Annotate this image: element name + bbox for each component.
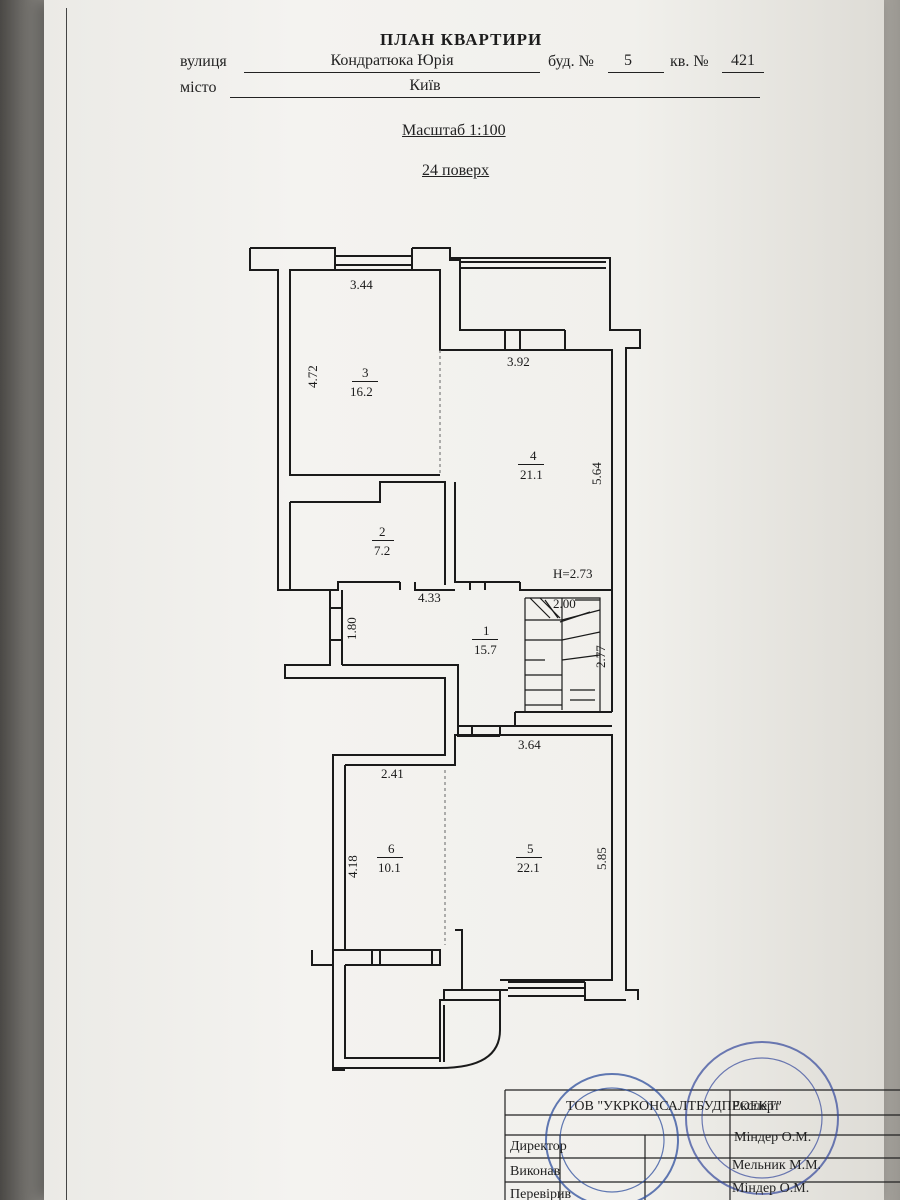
street-underline bbox=[244, 72, 540, 73]
room-5-number: 5 bbox=[527, 841, 534, 856]
apartment-underline bbox=[722, 72, 764, 73]
dim-4-18: 4.18 bbox=[345, 855, 360, 878]
document-header: ПЛАН КВАРТИРИ вулиця Кондратюка Юрія буд… bbox=[0, 0, 900, 200]
company-name: ТОВ "УКРКОНСАЛТБУДПРОЕКТ" bbox=[566, 1099, 782, 1114]
sheet-frame-line bbox=[66, 8, 67, 1200]
dim-3-92: 3.92 bbox=[507, 354, 530, 369]
walls bbox=[249, 247, 641, 1071]
room-2-number: 2 bbox=[379, 524, 386, 539]
dashed-dividers bbox=[439, 350, 446, 945]
seal-right bbox=[685, 1041, 839, 1195]
dim-2-77: 2.77 bbox=[593, 645, 608, 668]
floor-label: 24 поверх bbox=[422, 162, 490, 179]
title-block-text: ТОВ "УКРКОНСАЛТБУДПРОЕКТ" Експерт Директ… bbox=[510, 1099, 821, 1200]
apartment-label: кв. № bbox=[670, 53, 709, 70]
room-6-number: 6 bbox=[388, 841, 395, 856]
dim-3-44: 3.44 bbox=[350, 277, 373, 292]
street-value: Кондратюка Юрія bbox=[330, 52, 454, 69]
dim-3-64: 3.64 bbox=[518, 737, 541, 752]
dim-4-33: 4.33 bbox=[418, 590, 441, 605]
role-director: Директор bbox=[510, 1139, 567, 1154]
room-1-area: 15.7 bbox=[474, 642, 497, 657]
room-1-number: 1 bbox=[483, 623, 490, 638]
dim-4-72: 4.72 bbox=[305, 365, 320, 388]
room-4-number: 4 bbox=[530, 448, 537, 463]
scale-label: Масштаб 1:100 bbox=[402, 122, 506, 139]
name-director: Міндер О.М. bbox=[734, 1130, 811, 1145]
room-5-area: 22.1 bbox=[517, 860, 540, 875]
plan-labels: 3.44 3.92 4.72 5.64 4.33 1.80 2.00 2.77 … bbox=[305, 277, 609, 878]
apartment-value: 421 bbox=[731, 52, 755, 69]
stair bbox=[524, 597, 601, 712]
building-label: буд. № bbox=[548, 53, 594, 70]
room-3-number: 3 bbox=[362, 365, 369, 380]
room-2-area: 7.2 bbox=[374, 543, 390, 558]
role-checked: Перевірив bbox=[510, 1187, 572, 1200]
city-label: місто bbox=[180, 79, 217, 96]
name-executed: Мельник М.М. bbox=[732, 1158, 821, 1173]
room-6-area: 10.1 bbox=[378, 860, 401, 875]
building-underline bbox=[608, 72, 664, 73]
name-checked: Міндер О.М. bbox=[732, 1181, 809, 1196]
city-underline bbox=[230, 97, 760, 98]
city-value: Київ bbox=[409, 77, 441, 94]
dim-2-41: 2.41 bbox=[381, 766, 404, 781]
building-value: 5 bbox=[624, 52, 632, 69]
height-label: H=2.73 bbox=[553, 566, 592, 581]
seal-left bbox=[545, 1073, 679, 1200]
dim-2-00: 2.00 bbox=[553, 596, 576, 611]
room-3-area: 16.2 bbox=[350, 384, 373, 399]
dim-5-64: 5.64 bbox=[589, 462, 604, 485]
document-title: ПЛАН КВАРТИРИ bbox=[380, 30, 543, 49]
room-4-area: 21.1 bbox=[520, 467, 543, 482]
role-executed: Виконав bbox=[510, 1164, 561, 1179]
expert-label: Експерт bbox=[732, 1099, 780, 1114]
street-label: вулиця bbox=[180, 53, 227, 70]
dim-1-80: 1.80 bbox=[344, 617, 359, 640]
dim-5-85: 5.85 bbox=[594, 847, 609, 870]
